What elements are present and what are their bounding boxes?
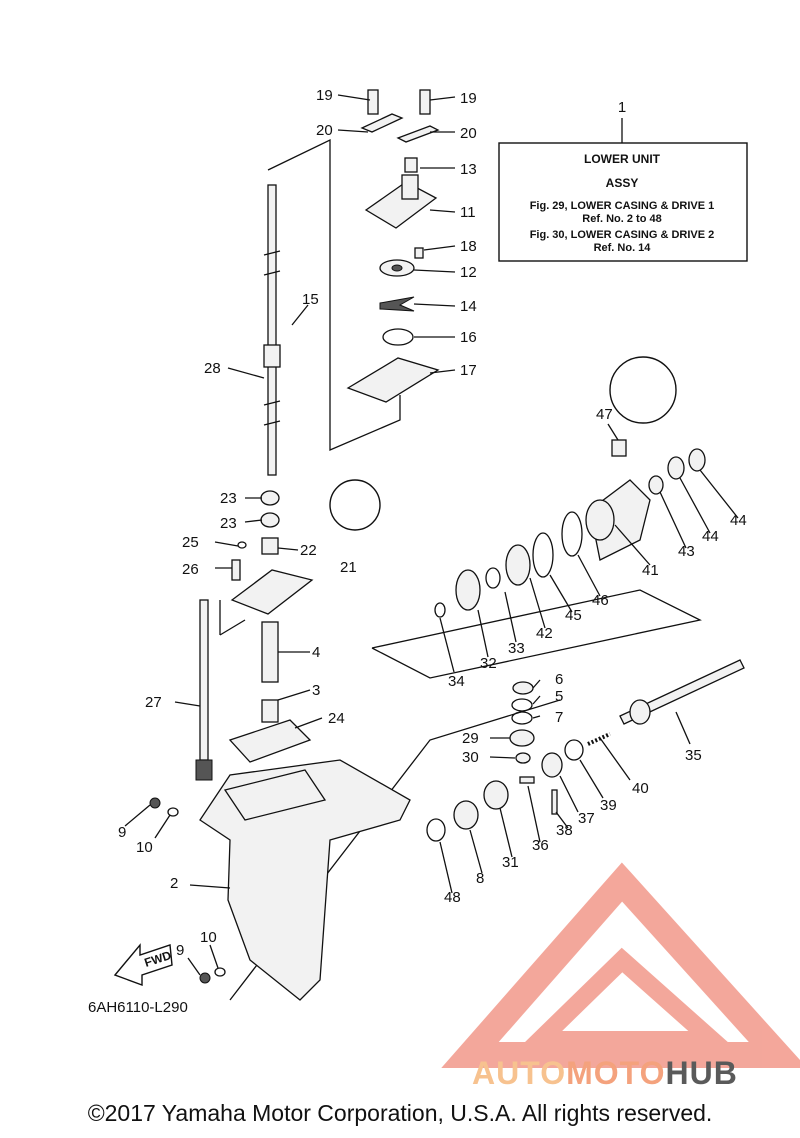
callout-26: 26	[182, 561, 199, 578]
callout-19-right: 19	[460, 90, 477, 107]
assy-reference-box: LOWER UNIT ASSY Fig. 29, LOWER CASING & …	[498, 118, 748, 262]
bearing-housing-assembly	[329, 356, 706, 618]
callout-4: 4	[312, 644, 320, 661]
callout-17: 17	[460, 362, 477, 379]
callout-39: 39	[600, 797, 617, 814]
diagram-code: 6AH6110-L290	[88, 999, 188, 1016]
brand-part-1: AUTO	[472, 1055, 567, 1091]
callout-11: 11	[460, 204, 476, 221]
assy-line-6: Ref. No. 14	[594, 242, 652, 254]
callout-20-right: 20	[460, 125, 477, 142]
callout-14: 14	[460, 298, 477, 315]
callout-46: 46	[592, 592, 609, 609]
callout-5: 5	[555, 688, 563, 705]
forward-arrow: FWD	[113, 943, 173, 987]
assy-line-4: Ref. No. 2 to 48	[582, 213, 661, 225]
callout-37: 37	[578, 810, 595, 827]
callout-18: 18	[460, 238, 477, 255]
drive-shaft	[263, 184, 281, 476]
callout-13: 13	[460, 161, 477, 178]
callout-10-bottom: 10	[200, 929, 217, 946]
callout-1: 1	[618, 99, 626, 116]
water-pump-assembly	[346, 89, 440, 403]
brand-part-3: HUB	[665, 1055, 738, 1091]
callout-3: 3	[312, 682, 320, 699]
callout-40: 40	[632, 780, 649, 797]
assy-line-5: Fig. 30, LOWER CASING & DRIVE 2	[530, 229, 715, 241]
assy-line-2: ASSY	[606, 176, 639, 190]
callout-2: 2	[170, 875, 178, 892]
callout-44-right: 44	[730, 512, 747, 529]
callout-7: 7	[555, 709, 563, 726]
callout-19-left: 19	[316, 87, 333, 104]
callout-25: 25	[182, 534, 199, 551]
callout-23-top: 23	[220, 490, 237, 507]
callout-23-bottom: 23	[220, 515, 237, 532]
callout-38: 38	[556, 822, 573, 839]
assy-line-1: LOWER UNIT	[584, 152, 661, 166]
callout-30: 30	[462, 749, 479, 766]
callout-41: 41	[642, 562, 659, 579]
callout-44-left: 44	[702, 528, 719, 545]
callout-32: 32	[480, 655, 497, 672]
callout-35: 35	[685, 747, 702, 764]
callout-22: 22	[300, 542, 317, 559]
callout-20-left: 20	[316, 122, 333, 139]
callout-16: 16	[460, 329, 477, 346]
upper-bearing-assembly	[149, 490, 314, 984]
assy-line-3: Fig. 29, LOWER CASING & DRIVE 1	[530, 200, 715, 212]
callout-15: 15	[302, 291, 319, 308]
callout-31: 31	[502, 854, 519, 871]
brand-part-2: MOTO	[566, 1055, 666, 1091]
gear-case	[195, 599, 411, 1001]
callout-34: 34	[448, 673, 465, 690]
callout-numbers: 1 19 19 20 20 13 11 18 12 14 16 17 15 28…	[118, 87, 747, 959]
callout-9-top: 9	[118, 824, 126, 841]
callout-10-top: 10	[136, 839, 153, 856]
callout-29: 29	[462, 730, 479, 747]
callout-43: 43	[678, 543, 695, 560]
callout-24: 24	[328, 710, 345, 727]
watermark-brand: AUTOMOTOHUB	[472, 1055, 738, 1092]
callout-36: 36	[532, 837, 549, 854]
callout-42: 42	[536, 625, 553, 642]
callout-27: 27	[145, 694, 162, 711]
leader-lines	[124, 94, 739, 976]
callout-48: 48	[444, 889, 461, 906]
callout-21: 21	[340, 559, 357, 576]
watermark-logo	[441, 862, 800, 1068]
callout-8: 8	[476, 870, 484, 887]
callout-33: 33	[508, 640, 525, 657]
copyright-notice: ©2017 Yamaha Motor Corporation, U.S.A. A…	[87, 1100, 713, 1126]
callout-28: 28	[204, 360, 221, 377]
callout-6: 6	[555, 671, 563, 688]
callout-47: 47	[596, 406, 613, 423]
callout-12: 12	[460, 264, 477, 281]
propeller-shaft-assembly	[426, 659, 745, 842]
callout-9-bottom: 9	[176, 942, 184, 959]
callout-45: 45	[565, 607, 582, 624]
